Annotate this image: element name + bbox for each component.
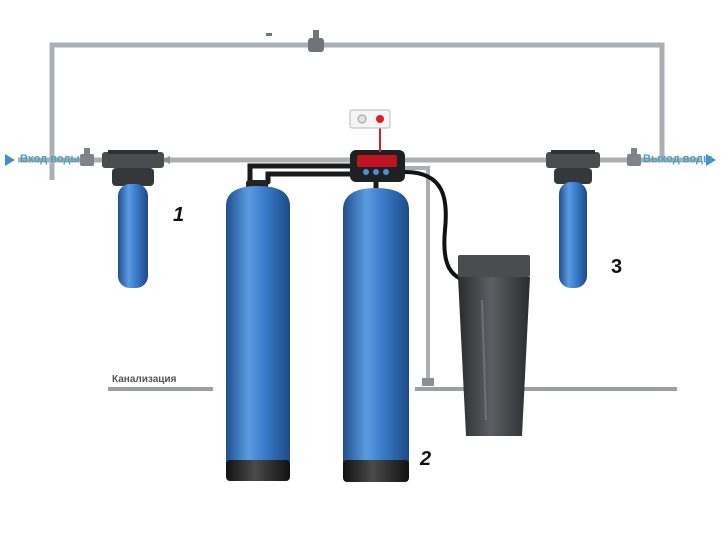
display-screen (357, 155, 397, 167)
media-tank-left (226, 180, 290, 481)
flow-arrow-icon (706, 154, 716, 166)
control-valve[interactable] (350, 150, 405, 182)
brine-tank (458, 255, 530, 436)
pre-filter-housing (102, 150, 164, 288)
flow-arrow-icon (162, 156, 170, 164)
outlet-label: Выход воды (643, 153, 713, 165)
control-button[interactable] (383, 169, 389, 175)
flow-arrow-icon (5, 154, 15, 166)
inlet-label: Вход воды (20, 153, 80, 165)
drain-outlet (422, 378, 434, 386)
bypass-valve[interactable] (266, 30, 324, 52)
drain-line (405, 166, 430, 380)
outlet-valve[interactable] (627, 148, 641, 166)
tank-2-number: 2 (420, 448, 432, 470)
control-button[interactable] (363, 169, 369, 175)
filter-1-number: 1 (173, 204, 185, 226)
filter-3-number: 3 (611, 256, 623, 278)
bypass-pipe (49, 42, 665, 160)
post-filter-housing (546, 150, 600, 288)
inlet-valve[interactable] (80, 148, 94, 166)
power-socket-icon (349, 109, 391, 129)
brine-line (404, 170, 479, 284)
control-button[interactable] (373, 169, 379, 175)
sewer-label: Канализация (112, 374, 177, 385)
media-tank-right (343, 188, 409, 482)
